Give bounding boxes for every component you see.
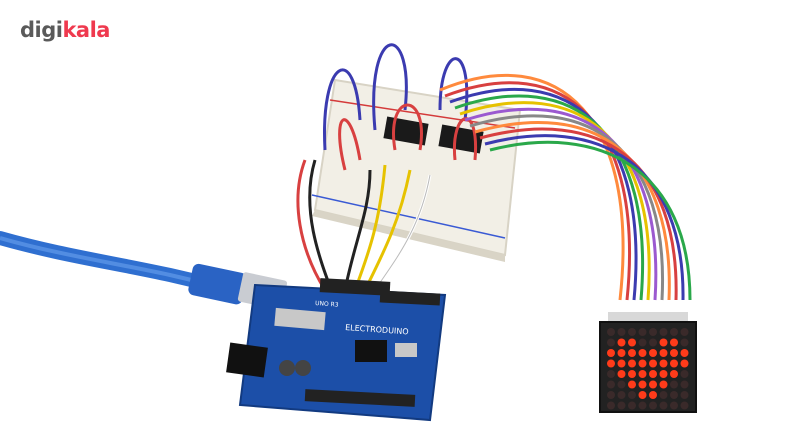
led-dot xyxy=(680,328,689,336)
led-dot xyxy=(617,391,626,399)
led-dot xyxy=(617,370,626,378)
led-dot xyxy=(607,370,615,378)
digikala-logo: digikala xyxy=(20,18,110,42)
led-dot xyxy=(628,328,636,336)
logo-part-kala: kala xyxy=(62,18,110,42)
led-dot xyxy=(659,359,668,368)
led-dot xyxy=(659,391,668,399)
led-dot xyxy=(607,338,615,347)
led-dot xyxy=(617,359,626,368)
led-dot xyxy=(649,380,657,389)
led-dot xyxy=(617,338,626,347)
led-dot xyxy=(680,380,689,389)
led-dot xyxy=(670,328,678,336)
led-dot xyxy=(628,338,636,347)
led-dot xyxy=(659,380,668,389)
led-dot xyxy=(670,391,678,399)
led-dot xyxy=(617,328,626,336)
led-dot xyxy=(628,349,636,357)
led-dot xyxy=(649,401,657,410)
led-dot xyxy=(628,380,636,389)
led-dot xyxy=(638,328,647,336)
led-dot xyxy=(628,359,636,368)
led-dot xyxy=(659,338,668,347)
led-dot xyxy=(649,359,657,368)
led-dot xyxy=(649,391,657,399)
led-dot xyxy=(659,349,668,357)
led-dot xyxy=(659,370,668,378)
led-dot xyxy=(649,349,657,357)
led-dot xyxy=(617,401,626,410)
led-dot xyxy=(638,349,647,357)
led-dot xyxy=(628,401,636,410)
led-dot xyxy=(649,328,657,336)
led-dot xyxy=(670,338,678,347)
board-brand-label: ELECTRODUINO xyxy=(345,323,409,336)
led-dot xyxy=(617,380,626,389)
led-dot xyxy=(680,359,689,368)
led-dot xyxy=(638,359,647,368)
led-dot xyxy=(628,391,636,399)
led-dot xyxy=(607,328,615,336)
led-dot xyxy=(680,370,689,378)
led-grid xyxy=(607,328,689,410)
led-dot xyxy=(638,380,647,389)
ribbon-wires xyxy=(439,73,692,301)
led-dot xyxy=(680,391,689,399)
led-dot xyxy=(670,401,678,410)
led-dot xyxy=(680,349,689,357)
led-dot xyxy=(617,349,626,357)
led-matrix xyxy=(599,312,697,413)
board-model-label: UNO R3 xyxy=(315,300,339,309)
led-dot xyxy=(628,370,636,378)
led-dot xyxy=(649,338,657,347)
led-dot xyxy=(670,370,678,378)
led-dot xyxy=(659,401,668,410)
led-dot xyxy=(680,401,689,410)
led-dot xyxy=(607,349,615,357)
led-dot xyxy=(680,338,689,347)
led-dot xyxy=(649,370,657,378)
led-dot xyxy=(607,380,615,389)
usb-cable xyxy=(0,231,288,310)
led-dot xyxy=(638,370,647,378)
led-dot xyxy=(638,401,647,410)
arduino-uno-board: ELECTRODUINO UNO R3 xyxy=(226,278,447,422)
led-dot xyxy=(670,359,678,368)
led-dot xyxy=(638,338,647,347)
led-dot xyxy=(670,349,678,357)
led-dot xyxy=(607,401,615,410)
logo-part-digi: digi xyxy=(20,18,63,42)
led-dot xyxy=(607,359,615,368)
led-dot xyxy=(670,380,678,389)
led-dot xyxy=(638,391,647,399)
led-dot xyxy=(607,391,615,399)
led-dot xyxy=(659,328,668,336)
